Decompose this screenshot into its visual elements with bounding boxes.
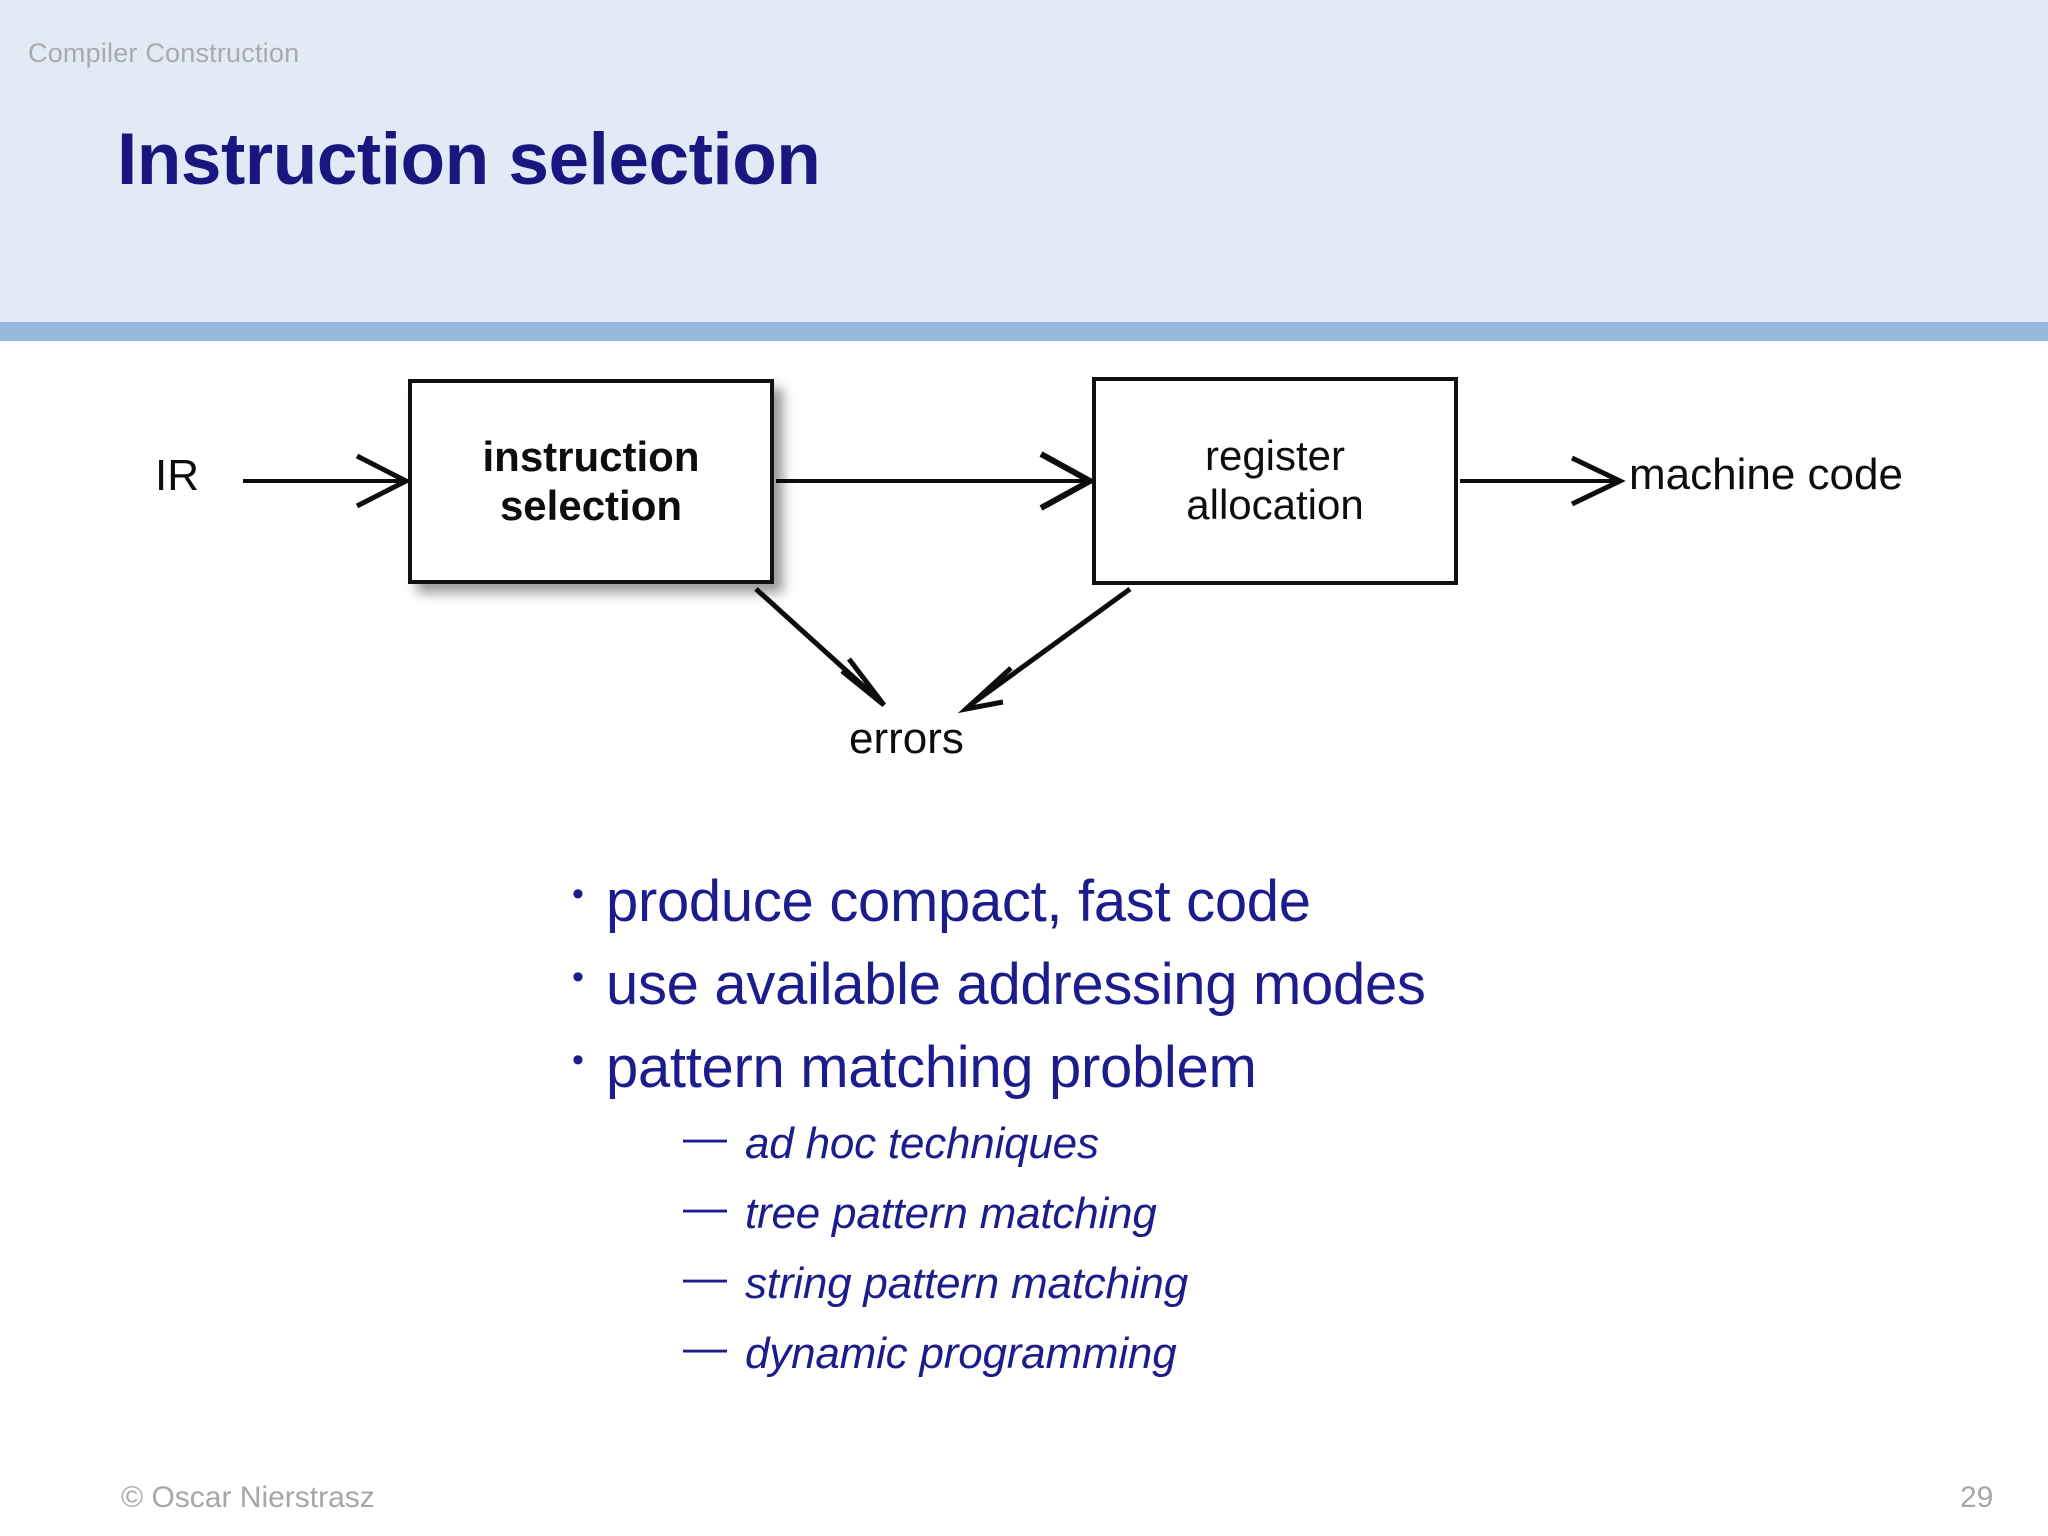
node-instruction-selection-label: instruction selection xyxy=(483,433,700,530)
list-item: — dynamic programming xyxy=(683,1319,2048,1389)
list-item: — ad hoc techniques xyxy=(683,1109,2048,1179)
list-item-label: string pattern matching xyxy=(745,1259,1188,1308)
footer-page-number: 29 xyxy=(1960,1481,1994,1514)
header-band xyxy=(0,0,2048,322)
arrow-register-allocation-to-machine-code xyxy=(1460,455,1626,507)
footer-copyright: © Oscar Nierstrasz xyxy=(121,1481,375,1514)
arrow-register-allocation-to-errors xyxy=(957,586,1132,714)
pipeline-diagram: instruction selection register allocatio… xyxy=(0,341,2048,841)
diagram-label-machine-code: machine code xyxy=(1629,450,1903,499)
bullet-dash-icon: — xyxy=(683,1113,727,1162)
bullet-dash-icon: — xyxy=(683,1253,727,1302)
node-line-1: instruction xyxy=(482,432,700,480)
list-item: • produce compact, fast code xyxy=(572,860,2048,943)
arrow-ir-to-instruction-selection xyxy=(243,453,412,509)
list-item-label: produce compact, fast code xyxy=(606,869,1311,934)
bullet-dot-icon: • xyxy=(572,875,584,913)
bullet-dot-icon: • xyxy=(572,1041,584,1079)
arrow-instruction-selection-to-errors xyxy=(754,587,886,707)
diagram-label-ir: IR xyxy=(155,451,199,500)
node-register-allocation[interactable]: register allocation xyxy=(1092,377,1458,585)
page-title: Instruction selection xyxy=(117,119,821,200)
bullet-dot-icon: • xyxy=(572,958,584,996)
list-item-label: tree pattern matching xyxy=(745,1189,1157,1238)
node-instruction-selection[interactable]: instruction selection xyxy=(408,379,774,584)
list-item: • use available addressing modes xyxy=(572,943,2048,1026)
list-item: — string pattern matching xyxy=(683,1249,2048,1319)
node-line-1: register xyxy=(1204,432,1346,480)
bullet-dash-icon: — xyxy=(683,1183,727,1232)
bullet-dash-icon: — xyxy=(683,1323,727,1372)
list-item-label: pattern matching problem xyxy=(606,1035,1257,1100)
course-label: Compiler Construction xyxy=(28,38,300,68)
node-line-2: allocation xyxy=(1186,481,1364,528)
list-item: • pattern matching problem xyxy=(572,1026,2048,1109)
node-register-allocation-label: register allocation xyxy=(1186,432,1363,529)
header-divider-rule xyxy=(0,322,2048,341)
list-item-label: ad hoc techniques xyxy=(745,1119,1099,1168)
list-item: — tree pattern matching xyxy=(683,1179,2048,1249)
arrow-instruction-selection-to-register-allocation xyxy=(776,451,1097,511)
diagram-label-errors: errors xyxy=(849,714,964,763)
node-line-2: selection xyxy=(499,481,683,529)
bullet-list: • produce compact, fast code • use avail… xyxy=(0,860,2048,1389)
diagram-connectors xyxy=(243,451,1626,714)
list-item-label: dynamic programming xyxy=(745,1329,1177,1378)
list-item-label: use available addressing modes xyxy=(606,952,1426,1017)
